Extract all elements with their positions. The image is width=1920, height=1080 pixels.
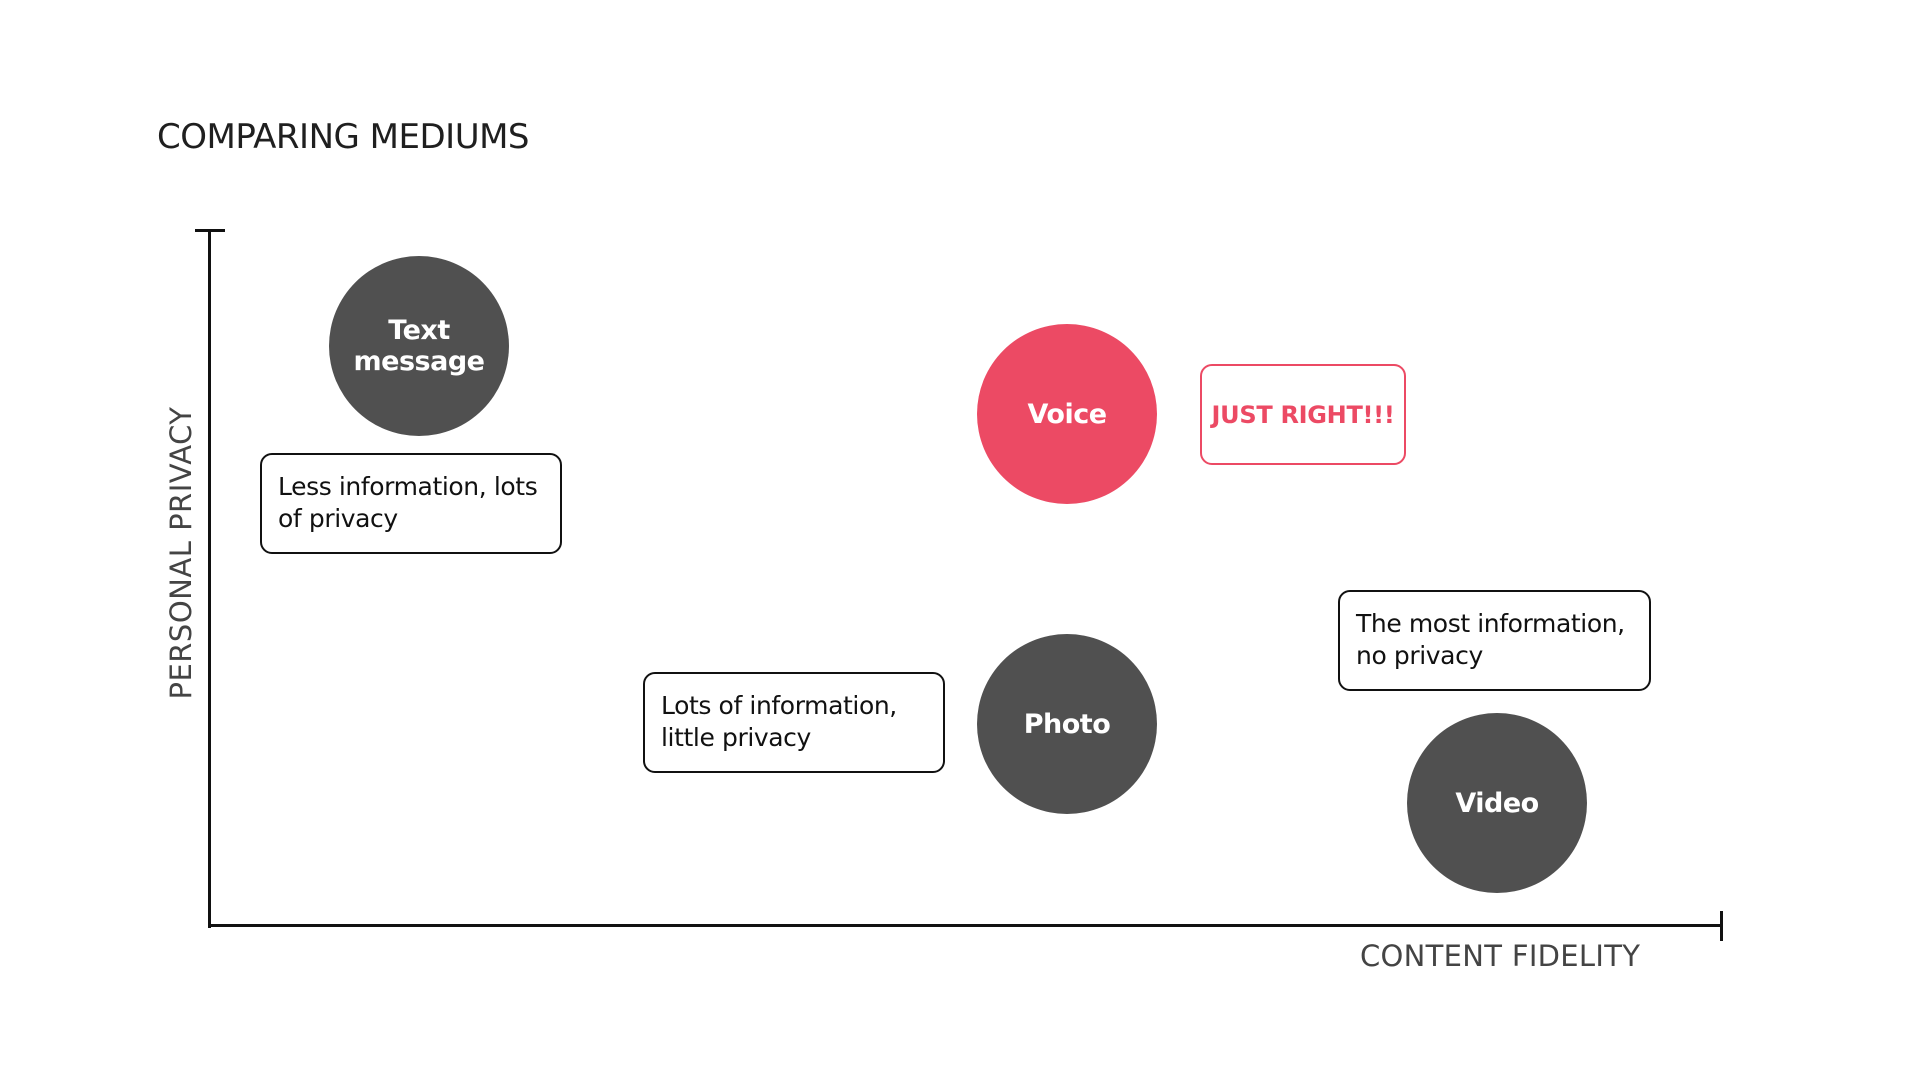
bubble-voice: Voice bbox=[977, 324, 1157, 504]
y-axis-label: PERSONAL PRIVACY bbox=[164, 406, 198, 700]
note-photo: Lots of information, little privacy bbox=[643, 672, 945, 773]
y-axis-cap bbox=[195, 229, 225, 232]
bubble-video: Video bbox=[1407, 713, 1587, 893]
y-axis-line bbox=[208, 231, 211, 928]
x-axis-line bbox=[208, 924, 1723, 927]
bubble-photo: Photo bbox=[977, 634, 1157, 814]
note-text-message: Less information, lots of privacy bbox=[260, 453, 562, 554]
diagram-title: COMPARING MEDIUMS bbox=[157, 117, 530, 157]
note-video: The most information, no privacy bbox=[1338, 590, 1651, 691]
x-axis-label: CONTENT FIDELITY bbox=[1360, 939, 1641, 973]
x-axis-cap bbox=[1720, 911, 1723, 941]
bubble-text-message: Text message bbox=[329, 256, 509, 436]
note-just-right: JUST RIGHT!!! bbox=[1200, 364, 1406, 465]
